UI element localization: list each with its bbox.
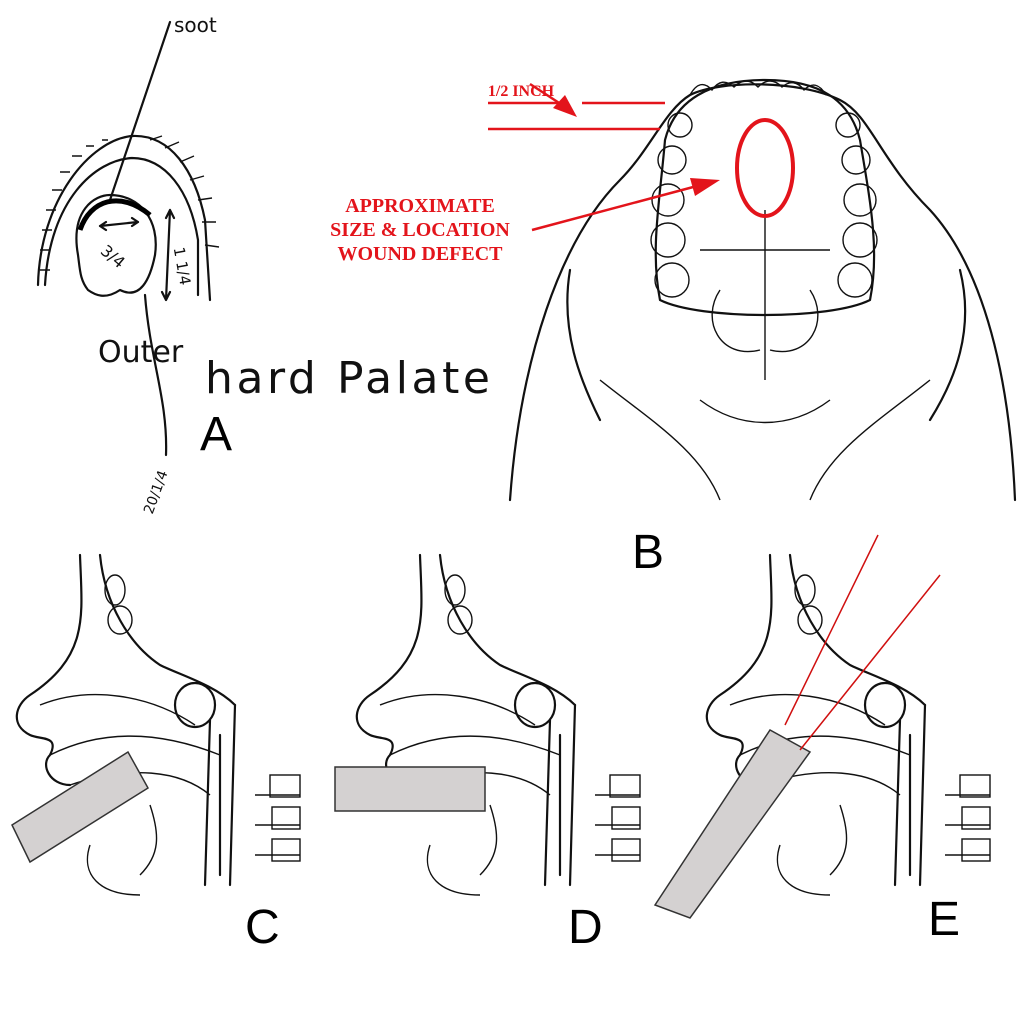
panel-d-label: D	[568, 901, 603, 954]
defect-label-line-2: SIZE & LOCATION	[330, 219, 510, 241]
width-annotation: 3/4	[97, 241, 129, 272]
date-annotation: 20/1/4	[141, 468, 171, 516]
wound-outline	[75, 193, 157, 297]
tube-rectangle	[653, 729, 812, 919]
panel-d: D	[334, 553, 642, 954]
defect-label-line-3: WOUND DEFECT	[337, 243, 503, 265]
half-inch-label: 1/2 INCH	[488, 83, 555, 100]
defect-label-line-1: APPROXIMATE	[345, 195, 495, 217]
half-inch-lines	[488, 101, 665, 131]
soot-annotation: soot	[174, 13, 217, 37]
panel-c-label: C	[245, 901, 280, 954]
tube-rectangle	[334, 766, 486, 812]
trajectory-lines	[784, 534, 941, 751]
outer-annotation: Outer	[98, 335, 184, 370]
hard-palate-annotation: hard Palate	[205, 353, 490, 404]
soot-pointer-line	[108, 20, 172, 202]
teeth	[650, 80, 878, 298]
panel-b-skull: 1/2 INCH APPROXIMATE SIZE & LOCATION WOU…	[330, 78, 1017, 579]
panel-c: C	[11, 553, 302, 954]
wound-defect-outline	[735, 118, 795, 218]
panel-a-label: A	[200, 408, 232, 461]
panel-e-label: E	[928, 893, 960, 946]
panel-e: E	[653, 534, 992, 946]
panel-b-label: B	[632, 526, 664, 579]
height-annotation: 1 1/4	[170, 246, 194, 287]
tube-rectangle	[11, 750, 150, 864]
